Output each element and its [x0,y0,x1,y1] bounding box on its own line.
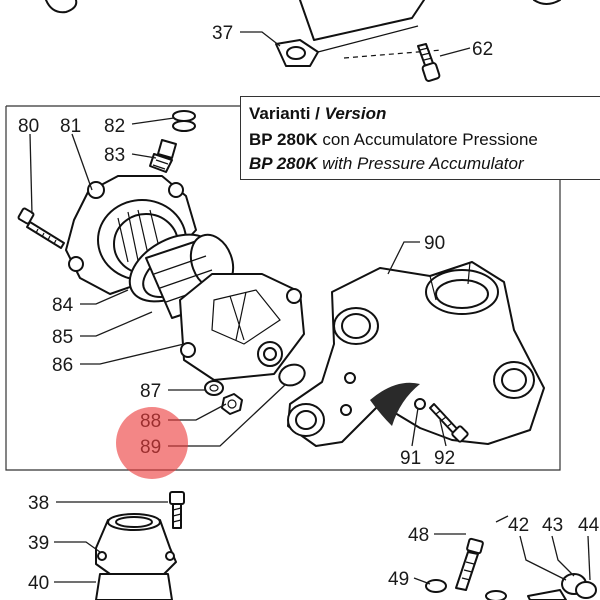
part-86-cover [179,273,305,381]
part-49-washer [425,579,507,600]
callout-87: 87 [140,381,161,402]
callout-90: 90 [424,233,445,254]
part-38-screw [169,491,185,529]
callout-43: 43 [542,515,563,536]
part-92-screw [429,403,469,443]
variant-row-english: BP 280K with Pressure Accumulator [249,154,524,174]
callout-49: 49 [388,569,409,590]
variant-heading: Varianti / Version [249,104,386,124]
part-37-bracket [275,0,443,67]
callout-85: 85 [52,327,73,348]
part-80-bolt [17,207,65,249]
callout-80: 80 [18,116,39,137]
callout-86: 86 [52,355,73,376]
variant-row-italian: BP 280K con Accumulatore Pressione [249,130,538,150]
variant-row2-desc: with Pressure Accumulator [322,154,524,173]
callout-92: 92 [434,448,455,469]
callout-44: 44 [578,515,600,536]
callout-39: 39 [28,533,49,554]
part-40-body [95,573,173,600]
part-62-screw [417,43,441,82]
callout-84: 84 [52,295,74,316]
variant-info-box: Varianti / Version BP 280K con Accumulat… [240,96,600,180]
highlight-marker-89 [116,407,188,479]
part-87-washer [204,380,224,396]
leader-lines [29,31,591,585]
callout-81: 81 [60,116,81,137]
part-39-flange [95,513,177,575]
variant-row1-model: BP 280K [249,130,318,149]
top-left-fragment [45,0,561,14]
callout-numbers: 37 62 80 81 82 83 84 85 86 87 88 89 90 9… [18,23,600,594]
callout-42: 42 [508,515,529,536]
variant-heading-separator: / [315,104,320,123]
callout-62: 62 [472,39,493,60]
part-42-44-group [527,573,597,600]
part-82-orings [172,110,196,132]
callout-38: 38 [28,493,49,514]
callout-82: 82 [104,116,125,137]
callout-48: 48 [408,525,429,546]
part-90-pump-head [287,261,545,447]
callout-37: 37 [212,23,233,44]
variant-row1-desc: con Accumulatore Pressione [322,130,538,149]
callout-91: 91 [400,448,421,469]
callout-40: 40 [28,573,49,594]
variant-row2-model: BP 280K [249,154,318,173]
part-83-valve [149,139,177,173]
variant-heading-en: Version [324,104,387,123]
part-88-nut [221,393,243,415]
callout-83: 83 [104,145,125,166]
part-48-bolt [455,537,484,591]
variant-heading-it: Varianti [249,104,311,123]
section-frame [5,105,561,471]
part-89-oring [278,363,306,387]
